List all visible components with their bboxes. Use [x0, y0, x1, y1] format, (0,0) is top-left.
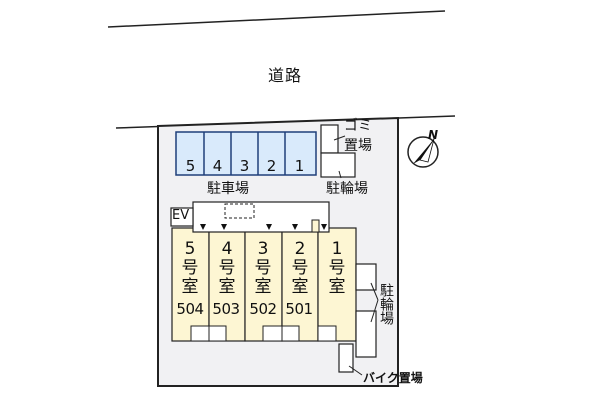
motorbike-leader-line [348, 365, 363, 376]
parking-space-2: 2 [266, 157, 277, 175]
ev-label: EV [172, 208, 190, 223]
bicycle-top-leader-line [338, 170, 342, 179]
garbage-label-2: 置場 [344, 138, 372, 154]
garbage-label-1: ゴミ [344, 118, 372, 134]
motorbike-parking-box [338, 343, 354, 373]
bicycle-right-leader-1 [370, 282, 379, 301]
room-2-number: 501 [285, 300, 313, 318]
parking-space-4: 4 [212, 157, 223, 175]
road-edge-top [107, 10, 446, 28]
room-3-name: 3 号 室 [254, 239, 272, 297]
road-label: 道路 [268, 66, 303, 85]
room-5-name: 5 号 室 [181, 239, 199, 297]
room-1-name: 1 号 室 [328, 239, 346, 297]
parking-space-3: 3 [239, 157, 250, 175]
room-5-number: 504 [176, 300, 204, 318]
bicycle-parking-right-label: 駐輪場 [378, 283, 394, 325]
bicycle-parking-top-box [320, 152, 356, 178]
building [170, 201, 357, 342]
bicycle-right-leader-2 [370, 299, 379, 323]
parking-space-5: 5 [185, 157, 196, 175]
room-2-name: 2 号 室 [291, 239, 309, 297]
bicycle-parking-right-box-2 [355, 310, 377, 358]
compass [407, 136, 439, 168]
north-label: N [428, 128, 439, 142]
garbage-leader-line [333, 135, 346, 141]
room-4-number: 503 [212, 300, 240, 318]
room-3-number: 502 [249, 300, 277, 318]
bicycle-parking-top-label: 駐輪場 [326, 181, 368, 197]
parking-label: 駐車場 [207, 181, 249, 197]
motorbike-parking-label: バイク置場 [363, 371, 423, 385]
parking-spaces [175, 131, 317, 176]
bicycle-parking-right-box-1 [355, 263, 377, 291]
parking-space-1: 1 [294, 157, 305, 175]
room-4-name: 4 号 室 [218, 239, 236, 297]
